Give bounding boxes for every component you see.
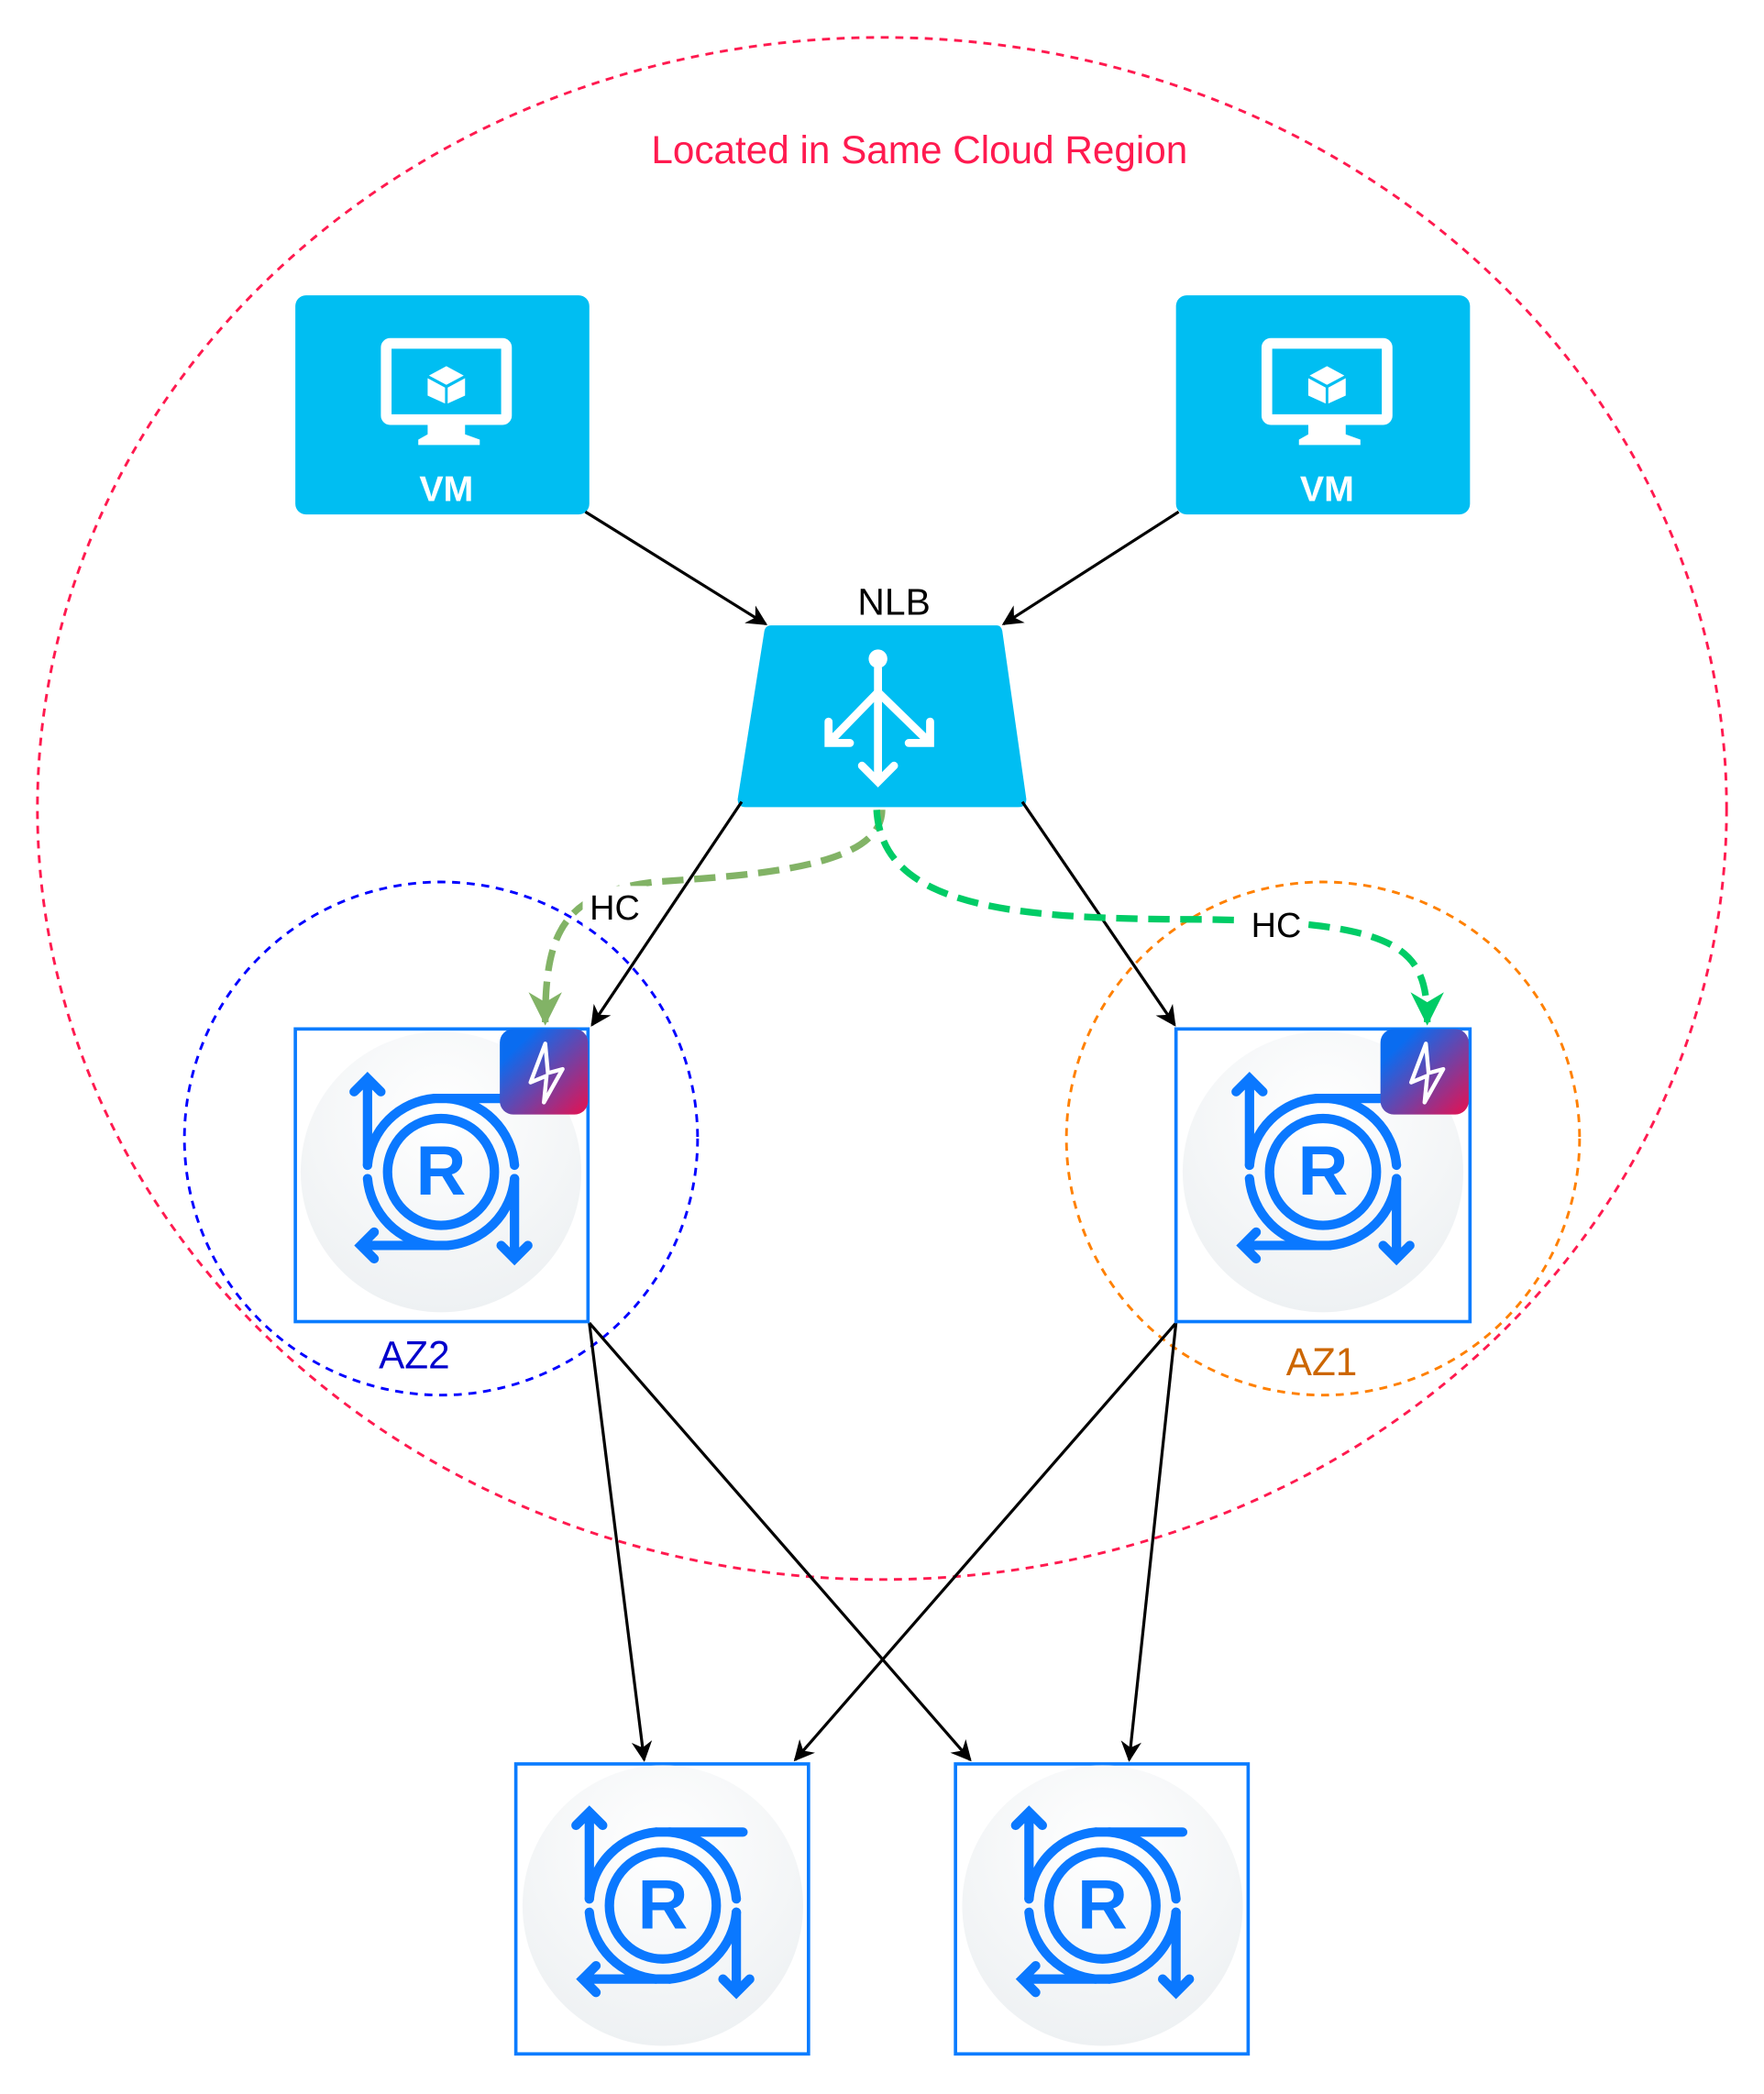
svg-text:NLB: NLB [857, 580, 930, 623]
redis-node-bottom-left[interactable] [513, 1764, 810, 2056]
health-check-az1 [873, 810, 1444, 1026]
lightning-badge-icon [500, 1029, 588, 1114]
load-balancer-icon [824, 649, 934, 788]
redis-icon [962, 1765, 1242, 2045]
az1-label: AZ1 [1286, 1340, 1358, 1383]
svg-text:VM: VM [419, 469, 473, 510]
redis-node-az1[interactable] [1174, 1029, 1472, 1324]
hc-label-az2: HC [590, 889, 640, 928]
vm-node-right[interactable]: VM [1176, 295, 1471, 514]
region-label: Located in Same Cloud Region [651, 128, 1187, 171]
redis-node-az2[interactable] [293, 1029, 588, 1324]
connection-arrows [584, 510, 1180, 1762]
cloud-region-boundary [36, 36, 1728, 1582]
az1-boundary [1064, 880, 1582, 1397]
redis-node-bottom-right[interactable] [954, 1764, 1251, 2056]
svg-text:VM: VM [1300, 469, 1354, 510]
nlb-node[interactable]: NLB [737, 580, 1027, 808]
lightning-badge-icon [1381, 1029, 1469, 1114]
hc-label-az1: HC [1251, 907, 1302, 945]
redis-icon [523, 1765, 803, 2045]
az2-boundary [182, 880, 700, 1397]
health-check-az2 [528, 809, 886, 1026]
vm-node-left[interactable]: VM [295, 295, 590, 514]
az2-label: AZ2 [379, 1334, 449, 1377]
